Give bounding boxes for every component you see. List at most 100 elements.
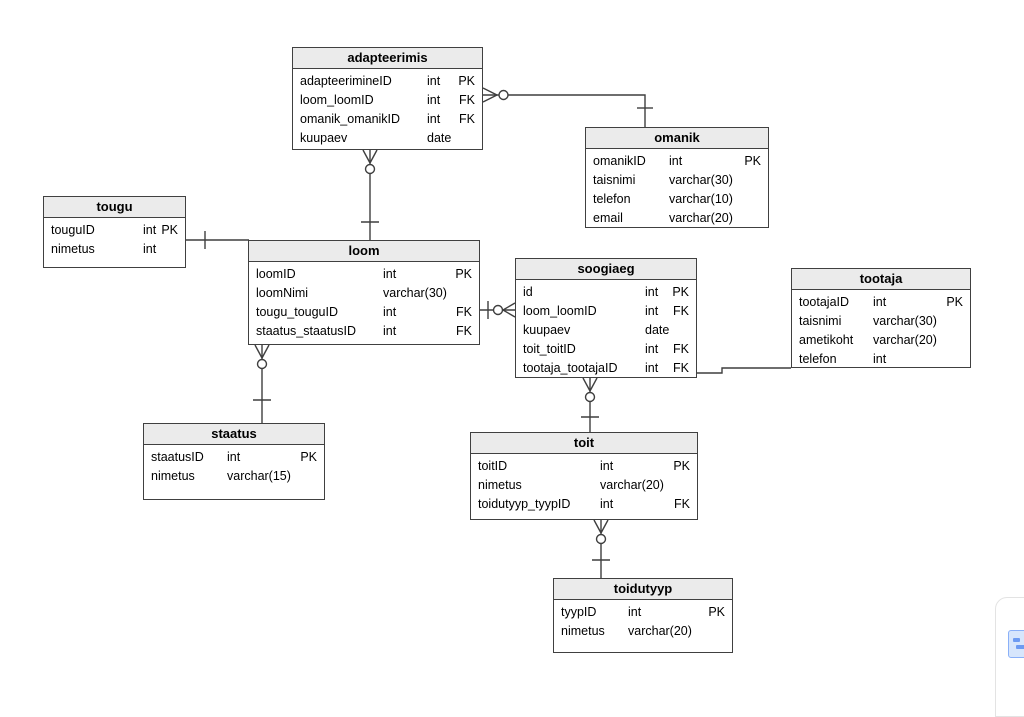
column-name: id	[523, 285, 533, 299]
column-type: int	[645, 285, 659, 299]
column-name: tootajaID	[799, 295, 850, 309]
column-name: toidutyyp_tyypID	[478, 497, 571, 511]
table-row: id int PK	[516, 283, 696, 302]
column-name: staatusID	[151, 450, 204, 464]
column-type: varchar(30)	[873, 314, 937, 328]
table-row: nimetus varchar(20)	[471, 476, 697, 495]
connector-loom-soogiaeg	[480, 301, 516, 319]
table-title: tougu	[44, 197, 185, 218]
column-key: FK	[456, 305, 472, 319]
column-type: int	[427, 93, 441, 107]
column-key: PK	[744, 154, 761, 168]
table-row: omanik_omanikID int FK	[293, 110, 482, 129]
column-key: PK	[300, 450, 317, 464]
column-type: varchar(20)	[628, 624, 692, 638]
table-row: taisnimi varchar(30)	[586, 171, 768, 190]
table-row: staatusID int PK	[144, 448, 324, 467]
column-key: PK	[672, 285, 689, 299]
column-key: FK	[459, 112, 475, 126]
column-name: tootaja_tootajaID	[523, 361, 618, 375]
connector-tougu-loom	[186, 231, 249, 249]
table-row: kuupaev date	[293, 129, 482, 148]
column-key: FK	[459, 93, 475, 107]
table-row: adapteerimineID int PK	[293, 72, 482, 91]
table-rows: staatusID int PK nimetus varchar(15)	[144, 445, 324, 486]
column-name: ametikoht	[799, 333, 854, 347]
column-type: int	[143, 242, 157, 256]
column-type: int	[628, 605, 642, 619]
column-type: int	[383, 267, 397, 281]
table-title: staatus	[144, 424, 324, 445]
icon-glyph	[1013, 638, 1020, 642]
column-name: email	[593, 211, 623, 225]
table-row: loom_loomID int FK	[516, 302, 696, 321]
column-name: staatus_staatusID	[256, 324, 357, 338]
column-type: int	[227, 450, 241, 464]
column-type: int	[600, 459, 614, 473]
column-key: FK	[673, 361, 689, 375]
table-rows: tyypID int PK nimetus varchar(20)	[554, 600, 732, 641]
entity-table: staatus staatusID int PK nimetus varchar…	[143, 423, 325, 500]
connector-soogiaeg-tootaja	[697, 367, 791, 374]
table-row: touguID int PK	[44, 221, 185, 240]
connector-toit-toidutyyp	[592, 519, 610, 578]
zero-circle-icon	[595, 533, 607, 545]
crow-foot-many-icon	[254, 344, 270, 359]
column-type: int	[873, 352, 887, 366]
zero-circle-icon	[256, 358, 268, 370]
column-type: int	[645, 342, 659, 356]
table-row: email varchar(20)	[586, 209, 768, 228]
table-rows: omanikID int PK taisnimi varchar(30) tel…	[586, 149, 768, 228]
zero-circle-icon	[498, 89, 509, 101]
zero-circle-icon	[364, 163, 376, 175]
connector-adapteerimis-omanik	[482, 87, 653, 127]
column-key: FK	[673, 304, 689, 318]
column-name: taisnimi	[593, 173, 636, 187]
table-title: toit	[471, 433, 697, 454]
table-rows: toitID int PK nimetus varchar(20) toidut…	[471, 454, 697, 514]
entity-table: toidutyyp tyypID int PK nimetus varchar(…	[553, 578, 733, 653]
column-name: loom_loomID	[523, 304, 597, 318]
table-row: nimetus varchar(15)	[144, 467, 324, 486]
table-rows: adapteerimineID int PK loom_loomID int F…	[293, 69, 482, 148]
crow-foot-many-icon	[482, 87, 498, 103]
column-type: int	[669, 154, 683, 168]
column-type: int	[873, 295, 887, 309]
column-key: PK	[458, 74, 475, 88]
column-type: int	[645, 304, 659, 318]
column-name: taisnimi	[799, 314, 842, 328]
column-name: telefon	[799, 352, 837, 366]
column-name: omanik_omanikID	[300, 112, 401, 126]
column-type: int	[600, 497, 614, 511]
column-key: PK	[673, 459, 690, 473]
icon-glyph	[1016, 645, 1024, 649]
table-row: loomID int PK	[249, 265, 479, 284]
table-title: soogiaeg	[516, 259, 696, 280]
column-name: toit_toitID	[523, 342, 576, 356]
column-type: int	[645, 361, 659, 375]
column-name: nimetus	[561, 624, 605, 638]
column-key: PK	[161, 223, 178, 237]
column-type: varchar(30)	[383, 286, 447, 300]
column-type: varchar(10)	[669, 192, 733, 206]
column-name: adapteerimineID	[300, 74, 392, 88]
connector-loom-staatus	[253, 344, 271, 423]
connector-adapteerimis-loom	[361, 149, 379, 240]
column-type: date	[645, 323, 670, 337]
table-title: tootaja	[792, 269, 970, 290]
table-row: loomNimi varchar(30)	[249, 284, 479, 303]
column-key: FK	[673, 342, 689, 356]
entity-table: omanik omanikID int PK taisnimi varchar(…	[585, 127, 769, 228]
column-type: varchar(15)	[227, 469, 291, 483]
column-name: telefon	[593, 192, 631, 206]
table-rows: touguID int PK nimetus int	[44, 218, 185, 259]
table-row: kuupaev date	[516, 321, 696, 340]
column-type: int	[427, 74, 441, 88]
translate-extension-icon[interactable]	[1008, 630, 1024, 658]
column-type: int	[143, 223, 157, 237]
table-row: tougu_touguID int FK	[249, 303, 479, 322]
column-name: toitID	[478, 459, 508, 473]
table-row: ametikoht varchar(20)	[792, 331, 970, 350]
column-type: varchar(20)	[600, 478, 664, 492]
column-type: int	[383, 324, 397, 338]
